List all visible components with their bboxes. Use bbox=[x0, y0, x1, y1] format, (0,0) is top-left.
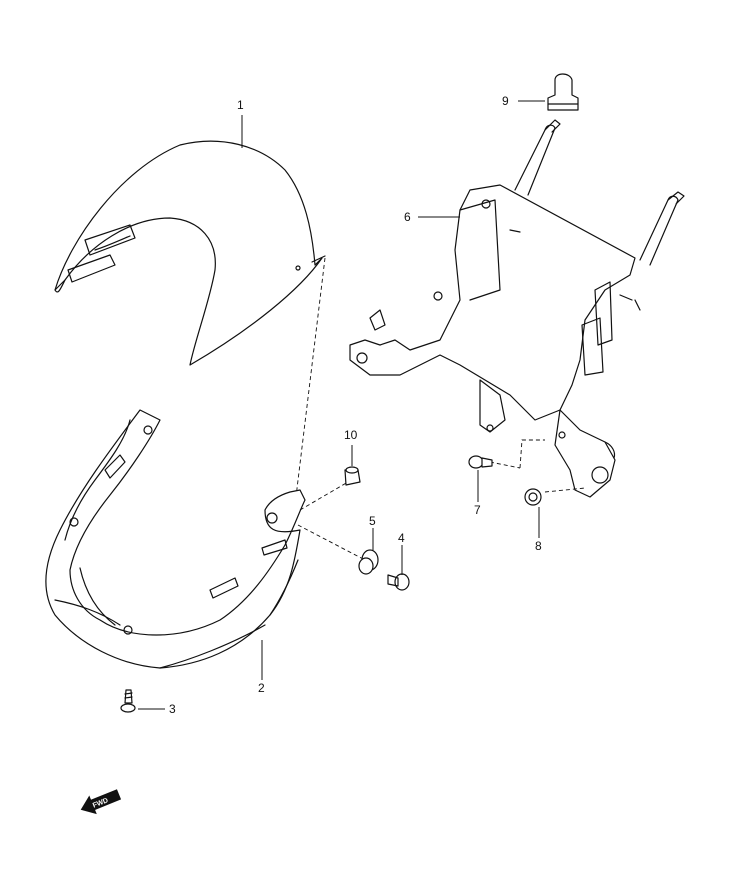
lower-cowl-part-2 bbox=[45, 409, 306, 669]
assembly-line-1 bbox=[294, 257, 326, 506]
part-label-8: 8 bbox=[535, 539, 542, 553]
assembly-line-5 bbox=[297, 524, 366, 561]
screw-part-7 bbox=[468, 455, 493, 469]
frame-bracket-part-6 bbox=[349, 119, 685, 498]
grommet-part-8 bbox=[524, 488, 542, 506]
part-label-5: 5 bbox=[369, 514, 376, 528]
cap-part-9 bbox=[547, 73, 579, 111]
part-label-4: 4 bbox=[398, 531, 405, 545]
part-label-3: 3 bbox=[169, 702, 176, 716]
part-label-10: 10 bbox=[344, 428, 358, 442]
assembly-line-7 bbox=[489, 461, 521, 469]
nut-part-10 bbox=[344, 466, 361, 486]
fwd-arrow-icon: FWD bbox=[80, 789, 122, 815]
part-label-1: 1 bbox=[237, 98, 244, 112]
bolt-part-4 bbox=[387, 573, 410, 591]
grommet-part-5 bbox=[358, 549, 379, 575]
assembly-line-frame bbox=[519, 439, 545, 469]
upper-cowl-part-1 bbox=[54, 140, 326, 366]
part-label-9: 9 bbox=[502, 94, 509, 108]
assembly-line-10 bbox=[299, 481, 349, 511]
part-label-7: 7 bbox=[474, 503, 481, 517]
part-label-2: 2 bbox=[258, 681, 265, 695]
part-label-6: 6 bbox=[404, 210, 411, 224]
screw-part-3 bbox=[120, 689, 136, 713]
